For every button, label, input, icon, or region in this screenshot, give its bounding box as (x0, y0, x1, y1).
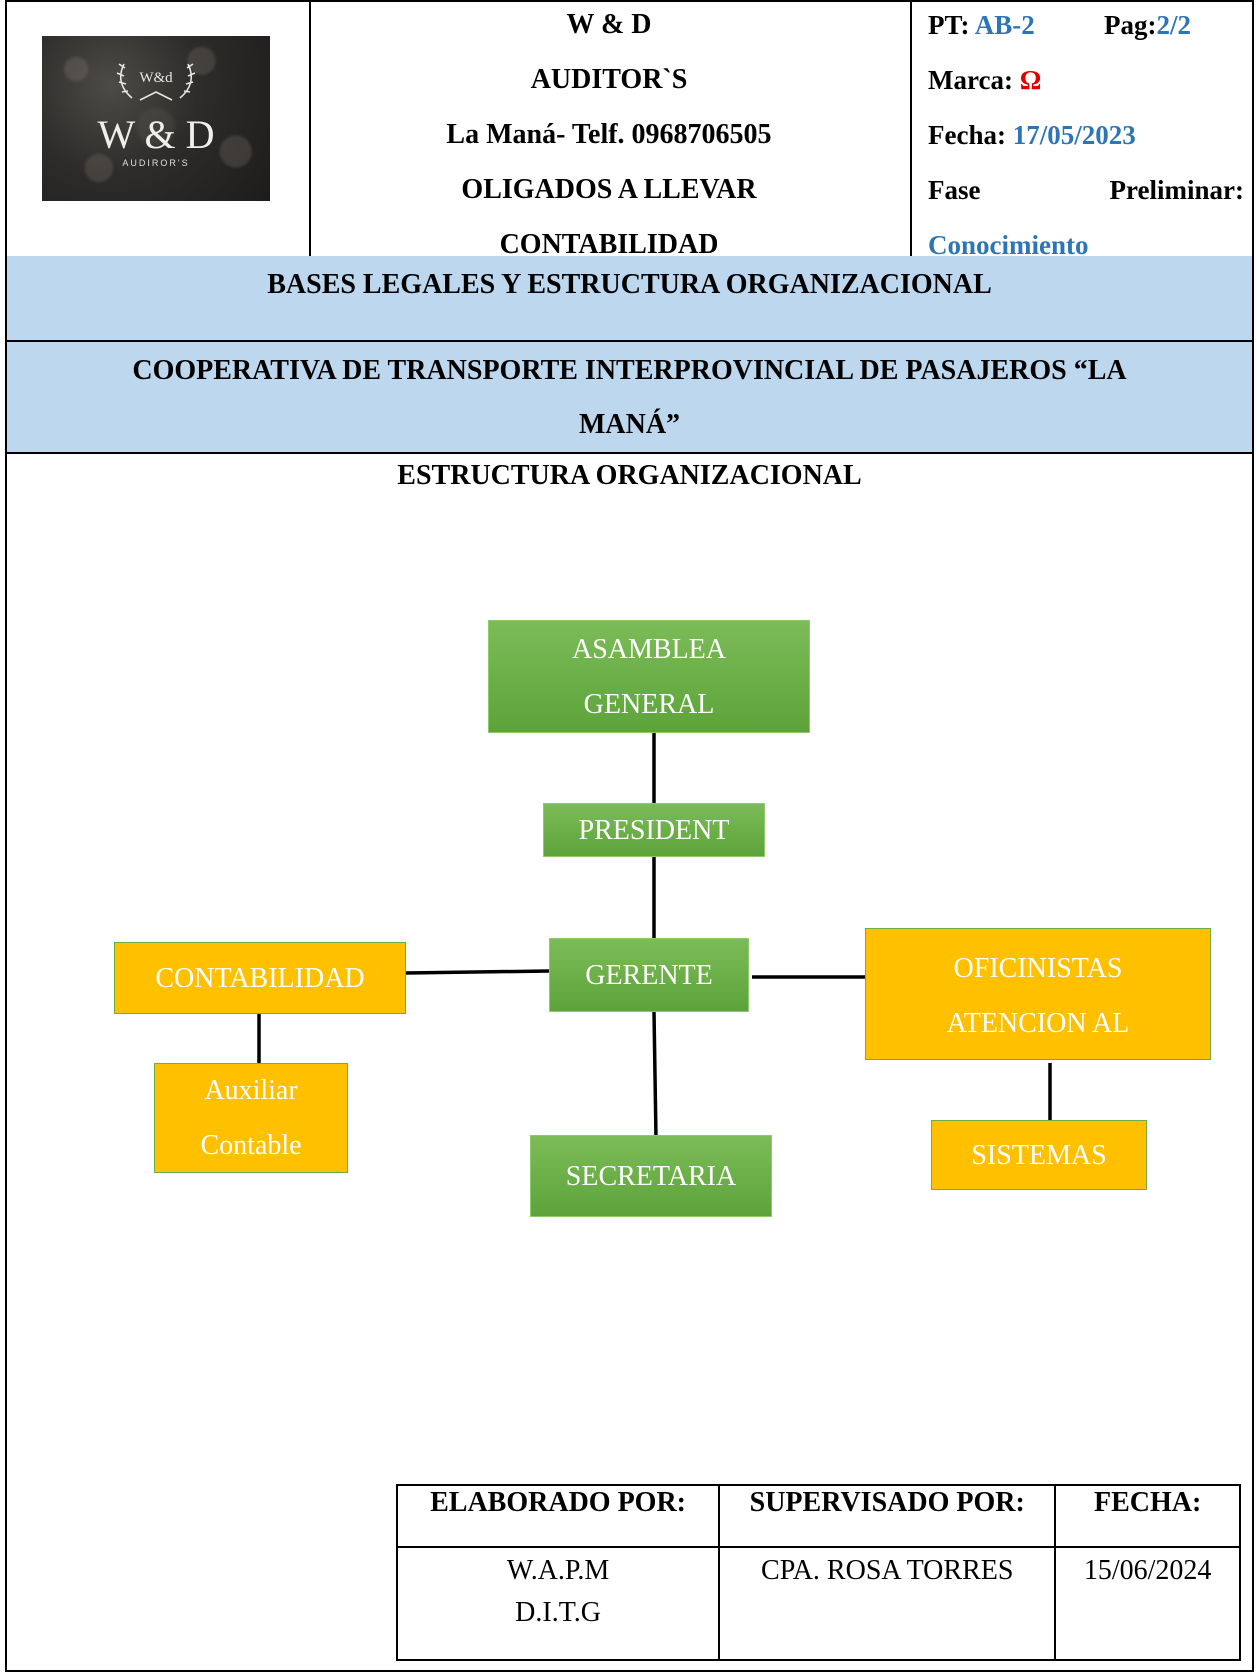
logo-main-text: W & D (97, 112, 214, 157)
logo-sub-text: AUDIROR'S (122, 158, 189, 168)
signoff-table: ELABORADO POR: SUPERVISADO POR: FECHA: W… (395, 1484, 1241, 1661)
elaborado-cell: W.A.P.M D.I.T.G (395, 1546, 721, 1661)
company-obligation-2: CONTABILIDAD (499, 229, 719, 260)
legal-bases-title: BASES LEGALES Y ESTRUCTURA ORGANIZACIONA… (267, 269, 992, 300)
pag-value: 2/2 (1156, 10, 1191, 40)
node-label: GENERAL (583, 688, 715, 720)
marca-line: Marca: Ω (928, 55, 1244, 110)
fecha-cell: 15/06/2024 (1054, 1546, 1241, 1661)
node-label: Contable (200, 1130, 302, 1161)
fase-word: Preliminar: (1109, 175, 1244, 205)
fecha-header: FECHA: (1054, 1484, 1241, 1548)
logo-monogram: W&d (139, 70, 173, 86)
marca-value: Ω (1019, 65, 1042, 95)
fase-label: Fase (928, 175, 981, 205)
company-name: W & D (566, 9, 652, 40)
fase-value: Conocimiento (928, 230, 1089, 260)
pag-label: Pag: (1104, 10, 1157, 40)
company-obligation: OLIGADOS A LLEVAR (461, 174, 757, 205)
node-asamblea-general: ASAMBLEA GENERAL (488, 620, 810, 733)
supervisado-cell: CPA. ROSA TORRES (718, 1546, 1057, 1661)
node-label: GERENTE (585, 959, 713, 991)
elaborado-name-2: D.I.T.G (515, 1597, 601, 1628)
node-auxiliar-contable: Auxiliar Contable (154, 1063, 348, 1173)
node-label: SECRETARIA (565, 1160, 737, 1192)
node-oficinistas: OFICINISTAS ATENCION AL (865, 928, 1211, 1060)
fecha-value: 17/05/2023 (1012, 120, 1136, 150)
node-label: SISTEMAS (971, 1139, 1107, 1171)
pt-label: PT: (928, 10, 970, 40)
title-band-1: BASES LEGALES Y ESTRUCTURA ORGANIZACIONA… (5, 256, 1254, 342)
document-info: PT: AB-2 Pag:2/2 Marca: Ω Fecha: 17/05/2… (928, 0, 1244, 275)
elaborado-header: ELABORADO POR: (395, 1484, 721, 1548)
fase-line: Fase Preliminar: (928, 165, 1244, 220)
header-divider (309, 2, 311, 256)
node-label: Auxiliar (204, 1075, 298, 1106)
fecha-line: Fecha: 17/05/2023 (928, 110, 1244, 165)
connector-gerente-contabilidad (405, 969, 550, 975)
supervisado-header: SUPERVISADO POR: (718, 1484, 1057, 1548)
node-label: OFICINISTAS (953, 953, 1123, 984)
cooperative-title-line1: COOPERATIVA DE TRANSPORTE INTERPROVINCIA… (132, 355, 1127, 386)
node-label: CONTABILIDAD (155, 962, 365, 994)
node-label: ASAMBLEA (571, 633, 726, 665)
marca-label: Marca: (928, 65, 1013, 95)
pt-line: PT: AB-2 Pag:2/2 (928, 0, 1244, 55)
header-divider (910, 2, 912, 256)
node-contabilidad: CONTABILIDAD (114, 942, 406, 1014)
pt-value: AB-2 (974, 10, 1035, 40)
company-info: W & D AUDITOR`S La Maná- Telf. 096870650… (312, 0, 906, 275)
company-address: La Maná- Telf. 0968706505 (446, 119, 772, 150)
node-secretaria: SECRETARIA (530, 1135, 772, 1217)
node-president: PRESIDENT (543, 803, 765, 857)
title-band-2: COOPERATIVA DE TRANSPORTE INTERPROVINCIA… (5, 342, 1254, 454)
node-sistemas: SISTEMAS (931, 1120, 1147, 1190)
connector-gerente-secretaria (652, 1011, 658, 1139)
fase-value-line: Conocimiento (928, 220, 1244, 275)
node-gerente: GERENTE (549, 938, 749, 1012)
cooperative-title-line2: MANÁ” (578, 409, 681, 440)
section-title: ESTRUCTURA ORGANIZACIONAL (397, 460, 862, 491)
company-logo: W&d W & D AUDIROR'S (42, 36, 270, 201)
node-label: PRESIDENT (578, 814, 730, 846)
fecha-label: Fecha: (928, 120, 1006, 150)
elaborado-name-1: W.A.P.M (506, 1555, 610, 1586)
company-subtitle: AUDITOR`S (530, 64, 688, 95)
node-label: ATENCION AL (946, 1008, 1130, 1039)
